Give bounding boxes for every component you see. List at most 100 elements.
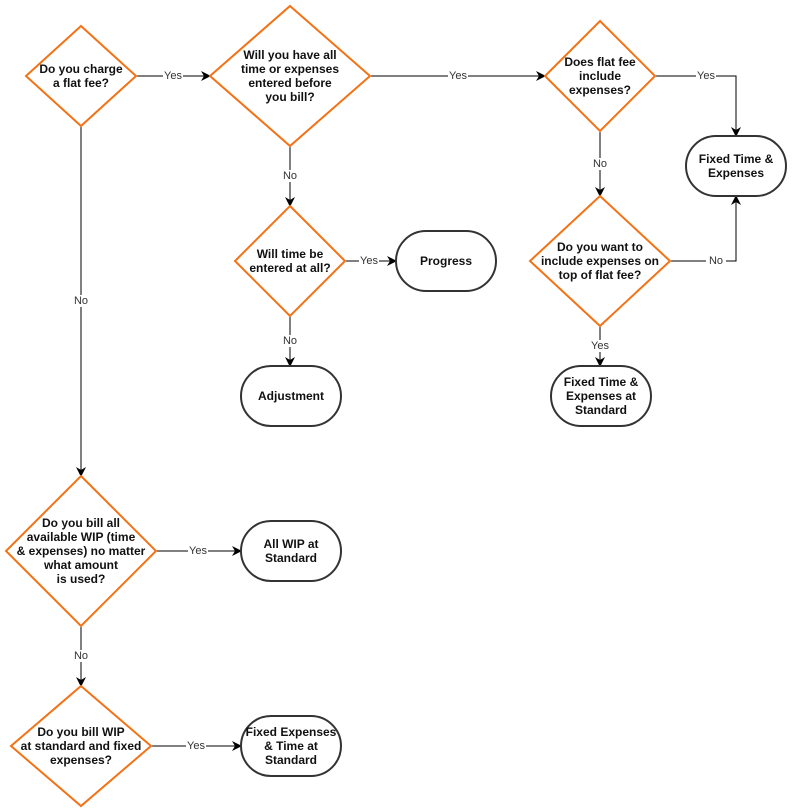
- edge-flat_fee-to-bill_all_wip: No: [71, 126, 91, 477]
- node-label-line: you bill?: [265, 90, 314, 104]
- terminal-fixed-time-expenses[interactable]: Fixed Time &Expenses: [685, 135, 787, 197]
- node-label-line: include: [579, 69, 621, 83]
- edge-label: Yes: [360, 255, 378, 267]
- node-label-line: entered before: [248, 76, 332, 90]
- edge-bill_all_wip-to-bill_wip_standard_fixed: No: [71, 626, 91, 687]
- node-label-line: a flat fee?: [53, 76, 109, 90]
- node-label: Fixed Time &Expenses: [699, 152, 774, 180]
- edge-label: Yes: [189, 545, 207, 557]
- node-label-line: Will you have all: [243, 48, 336, 62]
- terminal-shape: [240, 365, 342, 427]
- node-label-line: what amount: [43, 558, 118, 572]
- node-label-line: Fixed Time &: [564, 375, 639, 389]
- edge-label-bg: [71, 650, 91, 662]
- edge-fee_includes_expenses-to-include_expenses_on_top: No: [590, 131, 610, 197]
- decision-diamond: [24, 24, 138, 128]
- edge-label: Yes: [187, 740, 205, 752]
- edge-label: No: [283, 170, 297, 182]
- node-label-line: & expenses) no matter: [17, 544, 146, 558]
- edge-label: No: [593, 158, 607, 170]
- node-label-line: Do you want to: [557, 240, 643, 254]
- connector-arrow: [655, 75, 741, 137]
- node-label-line: at standard and fixed: [21, 739, 142, 753]
- edge-time_entered_at_all-to-progress: Yes: [345, 255, 397, 267]
- node-label: Progress: [420, 254, 472, 268]
- node-label-line: Expenses: [708, 166, 764, 180]
- edge-label-bg: [163, 70, 183, 82]
- node-label-line: & Time at: [264, 739, 318, 753]
- edge-label: Yes: [164, 70, 182, 82]
- decision-diamond: [528, 194, 672, 328]
- connector-arrow: [670, 195, 741, 262]
- edge-label: Yes: [591, 340, 609, 352]
- terminal-progress[interactable]: Progress: [395, 230, 497, 292]
- edge-time_entered_before-to-fee_includes_expenses: Yes: [370, 70, 546, 82]
- edge-label-bg: [590, 340, 610, 352]
- terminal-shape: [685, 135, 787, 197]
- node-label-line: Standard: [575, 403, 627, 417]
- node-label-line: Fixed Time &: [699, 152, 774, 166]
- edge-label-bg: [706, 255, 726, 267]
- edge-label-bg: [448, 70, 468, 82]
- node-label-line: Does flat fee: [564, 55, 636, 69]
- edge-label: No: [283, 335, 297, 347]
- decision-diamond: [233, 204, 347, 318]
- node-label-line: Do you bill WIP: [37, 725, 124, 739]
- node-label-line: Adjustment: [258, 389, 324, 403]
- decision-diamond: [208, 4, 372, 148]
- edge-label-bg: [71, 295, 91, 307]
- node-label-line: expenses?: [569, 83, 631, 97]
- node-label-line: Progress: [420, 254, 472, 268]
- edge-label-bg: [280, 335, 300, 347]
- edge-time_entered_at_all-to-adjustment: No: [280, 316, 300, 367]
- node-label-line: entered at all?: [249, 261, 330, 275]
- edge-bill_wip_standard_fixed-to-fixed_expenses_time_standard: Yes: [151, 740, 242, 752]
- node-label-line: expenses?: [50, 753, 112, 767]
- decision-diamond: [543, 19, 657, 133]
- edge-label-bg: [359, 255, 379, 267]
- node-label-line: Do you charge: [39, 62, 123, 76]
- edge-fee_includes_expenses-to-fixed_time_expenses: Yes: [655, 70, 741, 137]
- edge-label: Yes: [449, 70, 467, 82]
- edge-label: Yes: [697, 70, 715, 82]
- terminal-shape: [240, 715, 342, 777]
- node-label-line: Standard: [265, 753, 317, 767]
- edge-label-bg: [188, 545, 208, 557]
- node-label-line: time or expenses: [241, 62, 339, 76]
- edge-label-bg: [590, 158, 610, 170]
- node-label-line: top of flat fee?: [559, 268, 642, 282]
- terminal-adjustment[interactable]: Adjustment: [240, 365, 342, 427]
- node-label-line: include expenses on: [541, 254, 659, 268]
- terminal-shape: [395, 230, 497, 292]
- edge-label-bg: [186, 740, 206, 752]
- node-label-line: available WIP (time: [27, 530, 136, 544]
- edge-include_expenses_on_top-to-fixed_time_expenses_standard: Yes: [590, 326, 610, 367]
- edge-label: No: [74, 295, 88, 307]
- node-label-line: Fixed Expenses: [246, 725, 337, 739]
- decision-diamond: [9, 684, 153, 808]
- edge-include_expenses_on_top-to-fixed_time_expenses: No: [670, 195, 741, 267]
- node-label-line: Standard: [265, 551, 317, 565]
- node-label: Adjustment: [258, 389, 324, 403]
